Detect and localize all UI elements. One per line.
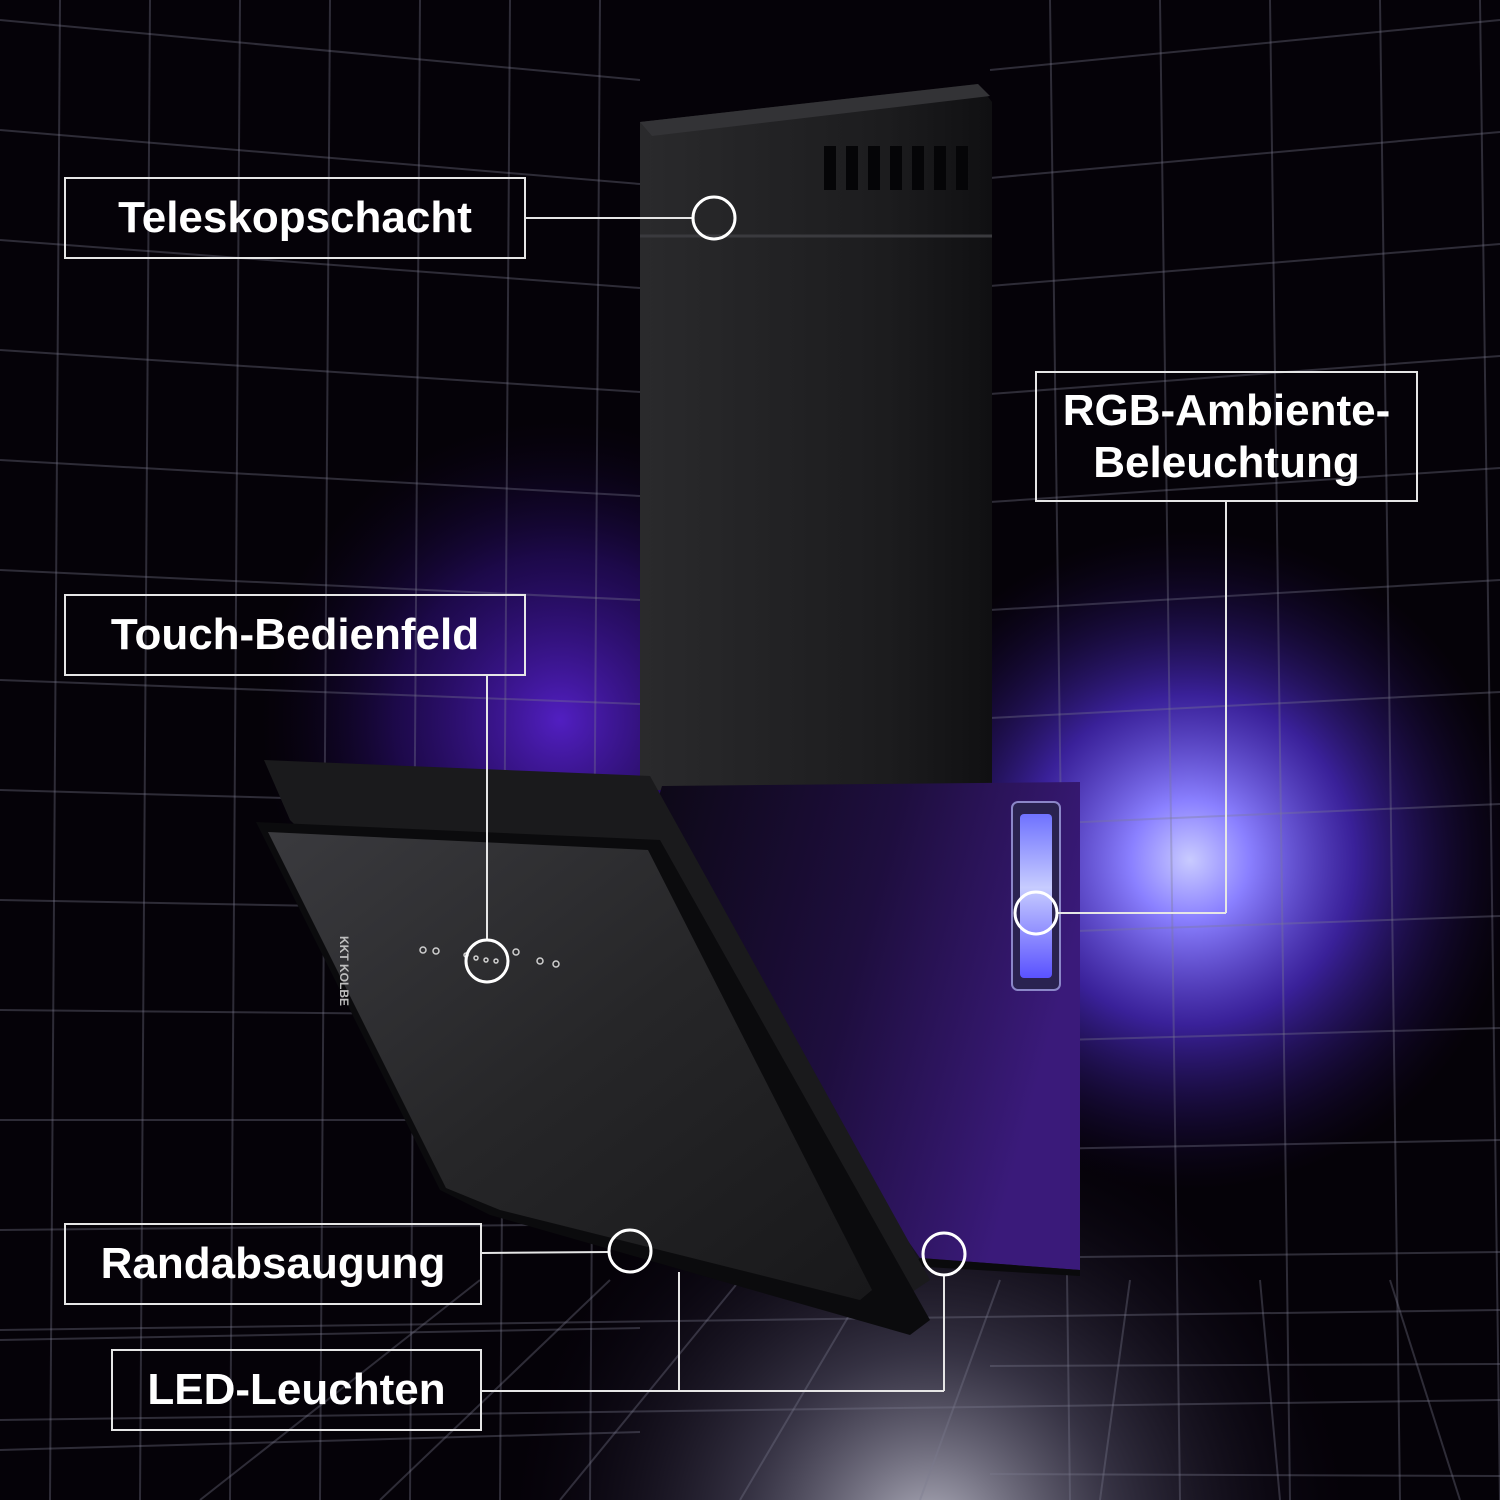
grid-line <box>49 0 61 1500</box>
grid-line <box>919 1279 1001 1500</box>
touch-controls <box>419 946 560 968</box>
grid-line <box>1259 1279 1281 1500</box>
grid-line <box>499 0 511 1500</box>
grid-line <box>0 1327 641 1341</box>
grid-line <box>319 0 331 1500</box>
glass-panel-front <box>256 822 930 1335</box>
marker-rgb <box>1013 890 1059 936</box>
marker-edge-suction <box>607 1228 653 1274</box>
telescopic-chimney <box>640 84 992 790</box>
grid-line <box>0 129 641 185</box>
label-text-line2: Beleuchtung <box>1093 437 1360 487</box>
svg-text:KKT KOLBE: KKT KOLBE <box>337 936 351 1006</box>
grid-line <box>199 1279 481 1500</box>
grid-line <box>0 569 641 601</box>
brand-logo: KKT KOLBE <box>337 936 351 1006</box>
grid-line <box>1479 0 1500 1500</box>
hood-body <box>640 782 1080 1276</box>
label-text: Randabsaugung <box>100 1239 446 1289</box>
grid-line <box>589 0 601 1500</box>
grid-line <box>989 243 1500 287</box>
label-text: Teleskopschacht <box>118 193 472 243</box>
grid-line <box>989 355 1500 395</box>
label-telescopic-chimney: Teleskopschacht <box>64 177 526 259</box>
grid-line <box>0 1309 1500 1331</box>
label-rgb-ambient-lighting: RGB-Ambiente- Beleuchtung <box>1035 371 1418 502</box>
label-touch-panel: Touch-Bedienfeld <box>64 594 526 676</box>
callout-markers <box>464 195 1059 1277</box>
marker-chimney <box>691 195 737 241</box>
label-led-lights: LED-Leuchten <box>111 1349 482 1431</box>
grid-line <box>989 131 1500 179</box>
grid-line <box>0 679 641 705</box>
grid-line <box>0 1431 641 1451</box>
marker-touch <box>464 938 510 984</box>
grid-line <box>139 0 151 1500</box>
grid-line <box>989 1473 1500 1477</box>
label-edge-suction: Randabsaugung <box>64 1223 482 1305</box>
grid-line <box>989 579 1500 611</box>
grid-line <box>989 19 1500 71</box>
label-text: LED-Leuchten <box>147 1365 446 1415</box>
callout-lines <box>481 217 1227 1392</box>
grid-line <box>0 19 641 81</box>
grid-line <box>989 1363 1500 1367</box>
grid-line <box>1159 0 1181 1500</box>
label-text-line1: RGB-Ambiente- <box>1062 385 1391 435</box>
grid-line <box>989 467 1500 503</box>
grid-line <box>0 239 641 289</box>
label-text: Touch-Bedienfeld <box>110 610 480 660</box>
marker-led <box>921 1231 967 1277</box>
grid-line <box>409 0 421 1500</box>
grid-line <box>0 349 641 393</box>
grid-line <box>0 459 641 497</box>
rgb-light-strip <box>1011 801 1061 991</box>
vent-slots <box>824 146 968 190</box>
grid-line <box>1379 0 1401 1500</box>
grid-line <box>1269 0 1291 1500</box>
grid-line <box>0 1399 1500 1421</box>
grid-line <box>1389 1279 1461 1500</box>
grid-line <box>229 0 241 1500</box>
grid-line <box>989 691 1500 719</box>
grid-line <box>1099 1279 1131 1500</box>
